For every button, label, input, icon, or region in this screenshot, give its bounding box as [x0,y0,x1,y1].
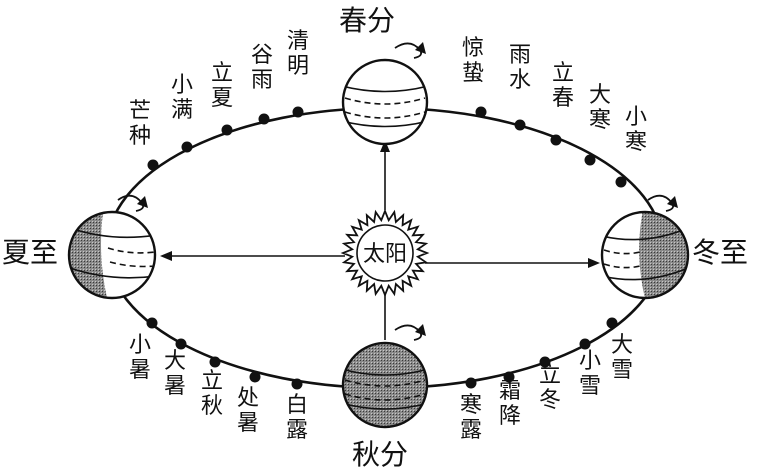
term-char: 明 [287,54,309,79]
term-char: 立 [539,363,561,388]
term-label-shuangjiang: 霜降 [499,379,521,429]
term-dot-guyu [259,114,270,125]
term-char: 暑 [164,374,186,399]
term-char: 寒 [625,130,647,155]
term-dot-bailu [292,379,303,390]
term-char: 秋 [201,394,223,419]
term-label-dashu: 大暑 [164,349,186,399]
term-dot-liqiu [210,357,221,368]
sun: 太阳 [343,211,427,295]
term-dot-lichun [551,135,562,146]
term-char: 冬 [539,388,561,413]
arrowhead-winter [588,258,600,268]
term-char: 芒 [129,99,151,124]
term-char: 雪 [611,358,633,383]
label-autumn-equinox: 秋分 [352,438,408,471]
term-char: 大 [611,333,633,358]
term-char: 降 [499,404,521,429]
term-label-hanlu: 寒露 [460,393,482,443]
term-char: 暑 [129,358,151,383]
term-label-jingzhe: 惊蛰 [462,36,484,86]
term-char: 惊 [462,36,484,61]
sun-label: 太阳 [363,242,407,267]
term-dot-daxue [607,318,618,329]
term-char: 大 [164,349,186,374]
term-dot-lixia [222,125,233,136]
term-char: 雪 [579,374,601,399]
term-dot-qingming [293,107,304,118]
term-char: 立 [211,61,233,86]
term-label-bailu: 白露 [286,393,308,443]
term-dot-mangzhong [148,160,159,171]
term-dot-jingzhe [476,107,487,118]
term-char: 处 [237,386,259,411]
term-char: 立 [552,61,574,86]
term-dot-dahan [585,155,596,166]
term-char: 小 [625,105,647,130]
term-char: 白 [286,393,308,418]
term-label-guyu: 谷雨 [251,43,273,93]
term-char: 水 [509,68,531,93]
label-spring-equinox: 春分 [339,4,395,37]
term-char: 小 [129,333,151,358]
term-char: 谷 [251,43,273,68]
globe-winter-solstice [602,196,688,310]
term-label-dahan: 大寒 [589,83,611,133]
term-char: 雨 [509,43,531,68]
term-label-lichun: 立春 [552,61,574,111]
term-dot-xiaoxue [580,339,591,350]
term-char: 露 [286,418,308,443]
term-dot-chushu [250,372,261,383]
term-label-lidong: 立冬 [539,363,561,413]
term-char: 雨 [251,68,273,93]
globe-summer-solstice [69,196,156,310]
term-char: 种 [129,124,151,149]
label-summer-solstice: 夏至 [2,236,58,269]
term-label-yushui: 雨水 [509,43,531,93]
term-char: 寒 [460,393,482,418]
term-char: 春 [552,86,574,111]
term-label-xiaoshu: 小暑 [129,333,151,383]
term-char: 暑 [237,411,259,436]
term-label-xiaoman: 小满 [171,73,193,123]
term-dot-xiaoshu [147,318,158,329]
term-dot-xiaohan [616,177,627,188]
term-label-mangzhong: 芒种 [129,99,151,149]
term-label-daxue: 大雪 [611,333,633,383]
term-label-qingming: 清明 [287,29,309,79]
term-char: 大 [589,83,611,108]
term-char: 夏 [211,86,233,111]
term-label-lixia: 立夏 [211,61,233,111]
term-char: 蛰 [462,61,484,86]
term-char: 满 [171,98,193,123]
globe-spring-equinox [338,42,432,144]
term-label-xiaohan: 小寒 [625,105,647,155]
term-char: 霜 [499,379,521,404]
term-char: 小 [579,349,601,374]
term-char: 寒 [589,108,611,133]
term-char: 小 [171,73,193,98]
term-label-liqiu: 立秋 [201,369,223,419]
term-char: 立 [201,369,223,394]
term-dot-xiaoman [182,142,193,153]
term-label-xiaoxue: 小雪 [579,349,601,399]
label-winter-solstice: 冬至 [692,236,748,269]
term-char: 清 [287,29,309,54]
term-char: 露 [460,418,482,443]
term-dot-dashu [176,339,187,350]
term-label-chushu: 处暑 [237,386,259,436]
term-dot-hanlu [466,378,477,389]
arrowhead-summer [160,251,172,261]
term-dot-yushui [515,120,526,131]
